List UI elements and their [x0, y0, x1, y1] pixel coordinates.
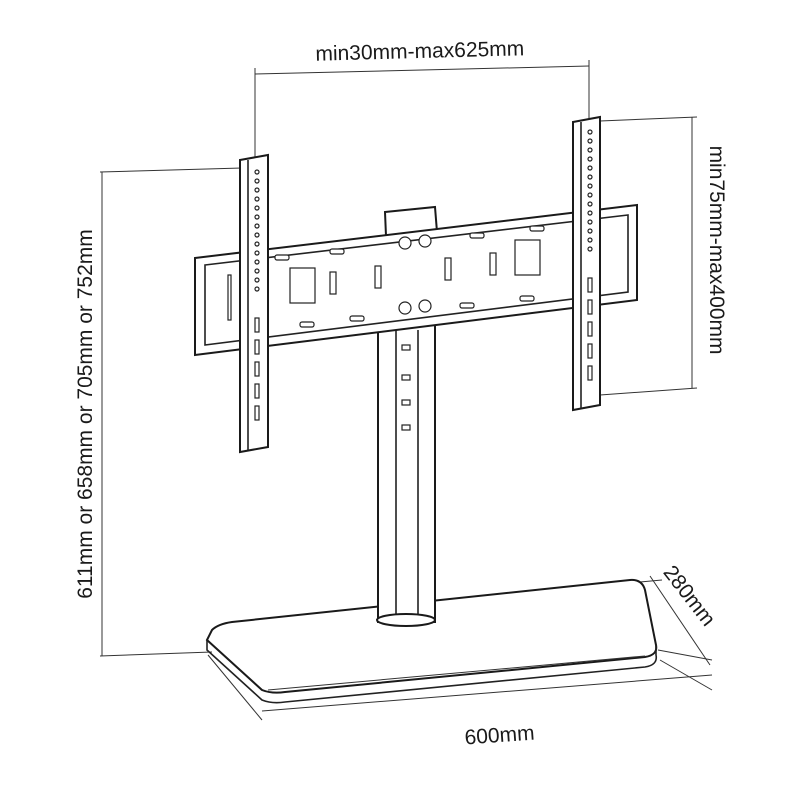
base-width-label: 600mm	[464, 722, 535, 750]
arm-hole	[254, 223, 260, 229]
height-label: 611mm or 658mm or 705mm or 752mm	[74, 229, 97, 599]
arm-hole	[587, 201, 593, 207]
arm-slot	[587, 343, 593, 359]
arm-slot	[587, 365, 593, 381]
base-plate	[205, 578, 658, 704]
horizontal-bracket	[194, 203, 638, 357]
arm-hole	[254, 241, 260, 247]
left-vertical-arm	[239, 153, 269, 454]
arm-hole	[254, 277, 260, 283]
arm-hole	[587, 246, 593, 252]
base-depth-label: 280mm	[659, 561, 720, 630]
arm-hole	[254, 286, 260, 292]
arm-hole	[254, 250, 260, 256]
vesa-height-dimension: min75mm-max400mm	[599, 116, 728, 396]
arm-hole	[587, 165, 593, 171]
arm-slot	[254, 383, 260, 399]
arm-hole	[587, 237, 593, 243]
arm-hole	[587, 174, 593, 180]
arm-hole	[587, 156, 593, 162]
arm-hole	[254, 232, 260, 238]
arm-hole	[587, 138, 593, 144]
arm-hole	[254, 178, 260, 184]
vesa-height-label: min75mm-max400mm	[705, 146, 728, 355]
arm-hole	[254, 268, 260, 274]
arm-slot	[254, 339, 260, 355]
arm-slot	[254, 405, 260, 421]
arm-slot	[254, 361, 260, 377]
arm-hole	[254, 187, 260, 193]
arm-slot	[254, 317, 260, 333]
arm-slot	[587, 299, 593, 315]
arm-hole	[587, 210, 593, 216]
arm-slot	[587, 277, 593, 293]
vesa-width-label: min30mm-max625mm	[315, 37, 524, 65]
arm-hole	[587, 129, 593, 135]
arm-hole	[254, 196, 260, 202]
arm-hole	[254, 169, 260, 175]
arm-hole	[587, 183, 593, 189]
arm-hole	[587, 219, 593, 225]
arm-hole	[254, 205, 260, 211]
arm-hole	[587, 147, 593, 153]
height-dimension: 611mm or 658mm or 705mm or 752mm	[74, 167, 243, 657]
arm-hole	[587, 192, 593, 198]
arm-hole	[254, 214, 260, 220]
arm-hole	[587, 228, 593, 234]
vesa-width-dimension: min30mm-max625mm	[254, 37, 590, 160]
arm-slot	[587, 321, 593, 337]
base-width-dimension: 600mm	[207, 654, 713, 750]
column	[376, 324, 436, 627]
arm-hole	[254, 259, 260, 265]
right-vertical-arm	[572, 115, 601, 412]
